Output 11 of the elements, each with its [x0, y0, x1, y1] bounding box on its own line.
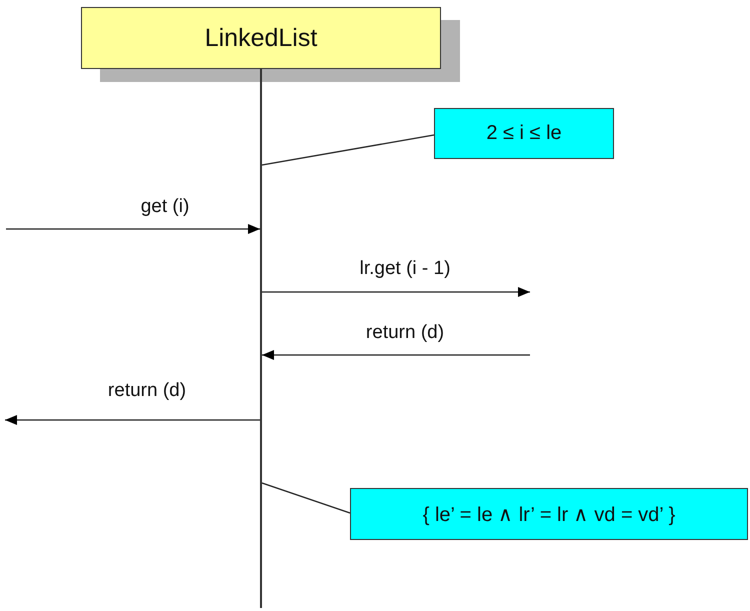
- message-arrow: [6, 224, 260, 234]
- leader-line: [262, 482, 350, 514]
- leader-line: [262, 134, 434, 166]
- lifeline: [260, 69, 262, 608]
- message-arrow: [262, 350, 530, 360]
- message-arrow: [5, 415, 260, 425]
- note-box: 2 ≤ i ≤ le: [434, 108, 614, 159]
- edge-label: lr.get (i - 1): [358, 258, 452, 280]
- message-arrow: [262, 287, 530, 297]
- note-box: { le’ = le ∧ lr’ = lr ∧ vd = vd’ }: [350, 488, 748, 540]
- edge-label: get (i): [138, 196, 192, 218]
